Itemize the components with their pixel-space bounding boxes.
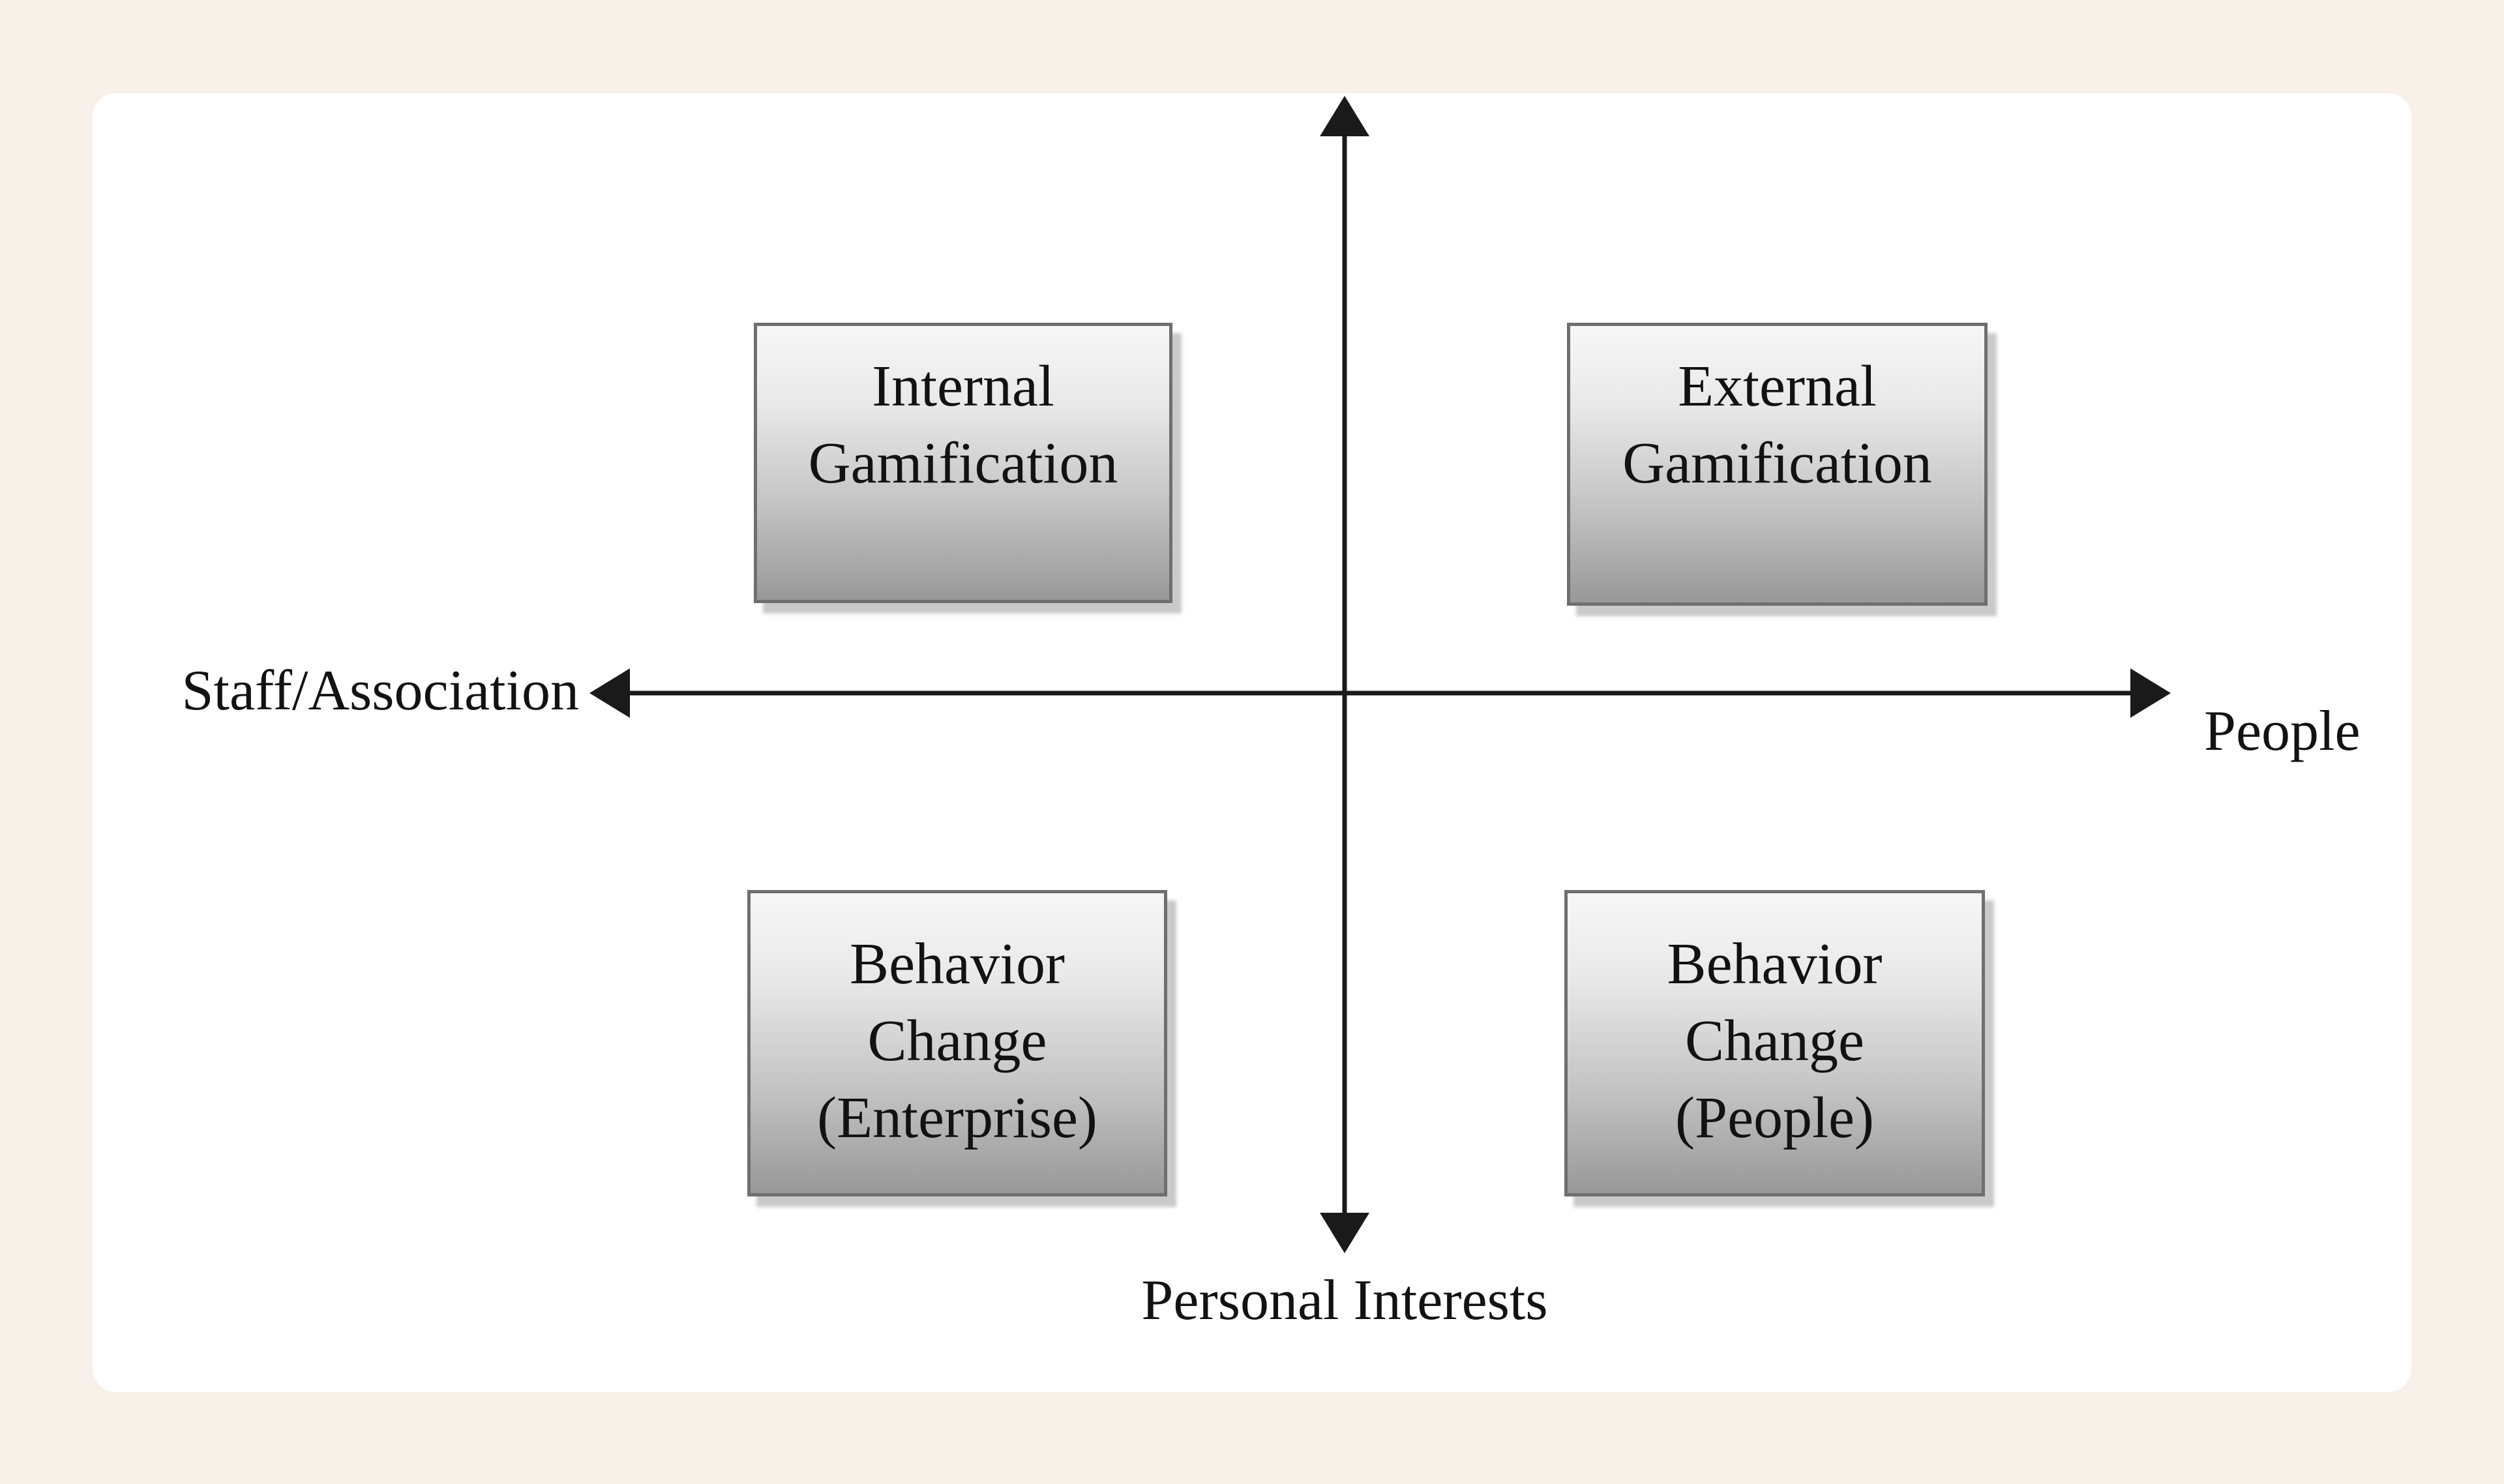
x-axis-right-arrowhead-icon bbox=[2130, 668, 2171, 718]
quadrant-label-line: Internal bbox=[872, 354, 1054, 419]
y-axis-up-arrowhead-icon bbox=[1320, 96, 1369, 136]
quadrant-label-line: Behavior bbox=[1667, 932, 1883, 996]
quadrant-label-line: (People) bbox=[1675, 1086, 1874, 1150]
axes bbox=[589, 96, 2171, 1253]
quadrant-label-line: Gamification bbox=[808, 431, 1118, 496]
quadrant-label-line: Behavior bbox=[850, 932, 1065, 996]
quadrant-label-line: Change bbox=[1685, 1009, 1864, 1073]
x-axis-left-label: Staff/Association bbox=[181, 659, 579, 722]
quadrant-box-external-gamification: External Gamification bbox=[1567, 323, 1988, 606]
y-axis-down-arrowhead-icon bbox=[1320, 1213, 1369, 1253]
x-axis-right-label: People bbox=[2204, 700, 2361, 763]
diagram-card: Internal Gamification External Gamificat… bbox=[93, 93, 2411, 1392]
quadrant-label-line: Change bbox=[867, 1009, 1047, 1073]
quadrant-label-line: Gamification bbox=[1622, 431, 1932, 496]
quadrant-box-behavior-change-people: Behavior Change (People) bbox=[1564, 890, 1985, 1196]
quadrant-label-line: External bbox=[1678, 354, 1877, 419]
y-axis-bottom-label: Personal Interests bbox=[1141, 1269, 1548, 1332]
quadrant-box-behavior-change-enterprise: Behavior Change (Enterprise) bbox=[747, 890, 1167, 1196]
quadrant-label-line: (Enterprise) bbox=[817, 1086, 1097, 1150]
quadrant-box-internal-gamification: Internal Gamification bbox=[754, 323, 1172, 603]
x-axis-left-arrowhead-icon bbox=[589, 668, 630, 718]
